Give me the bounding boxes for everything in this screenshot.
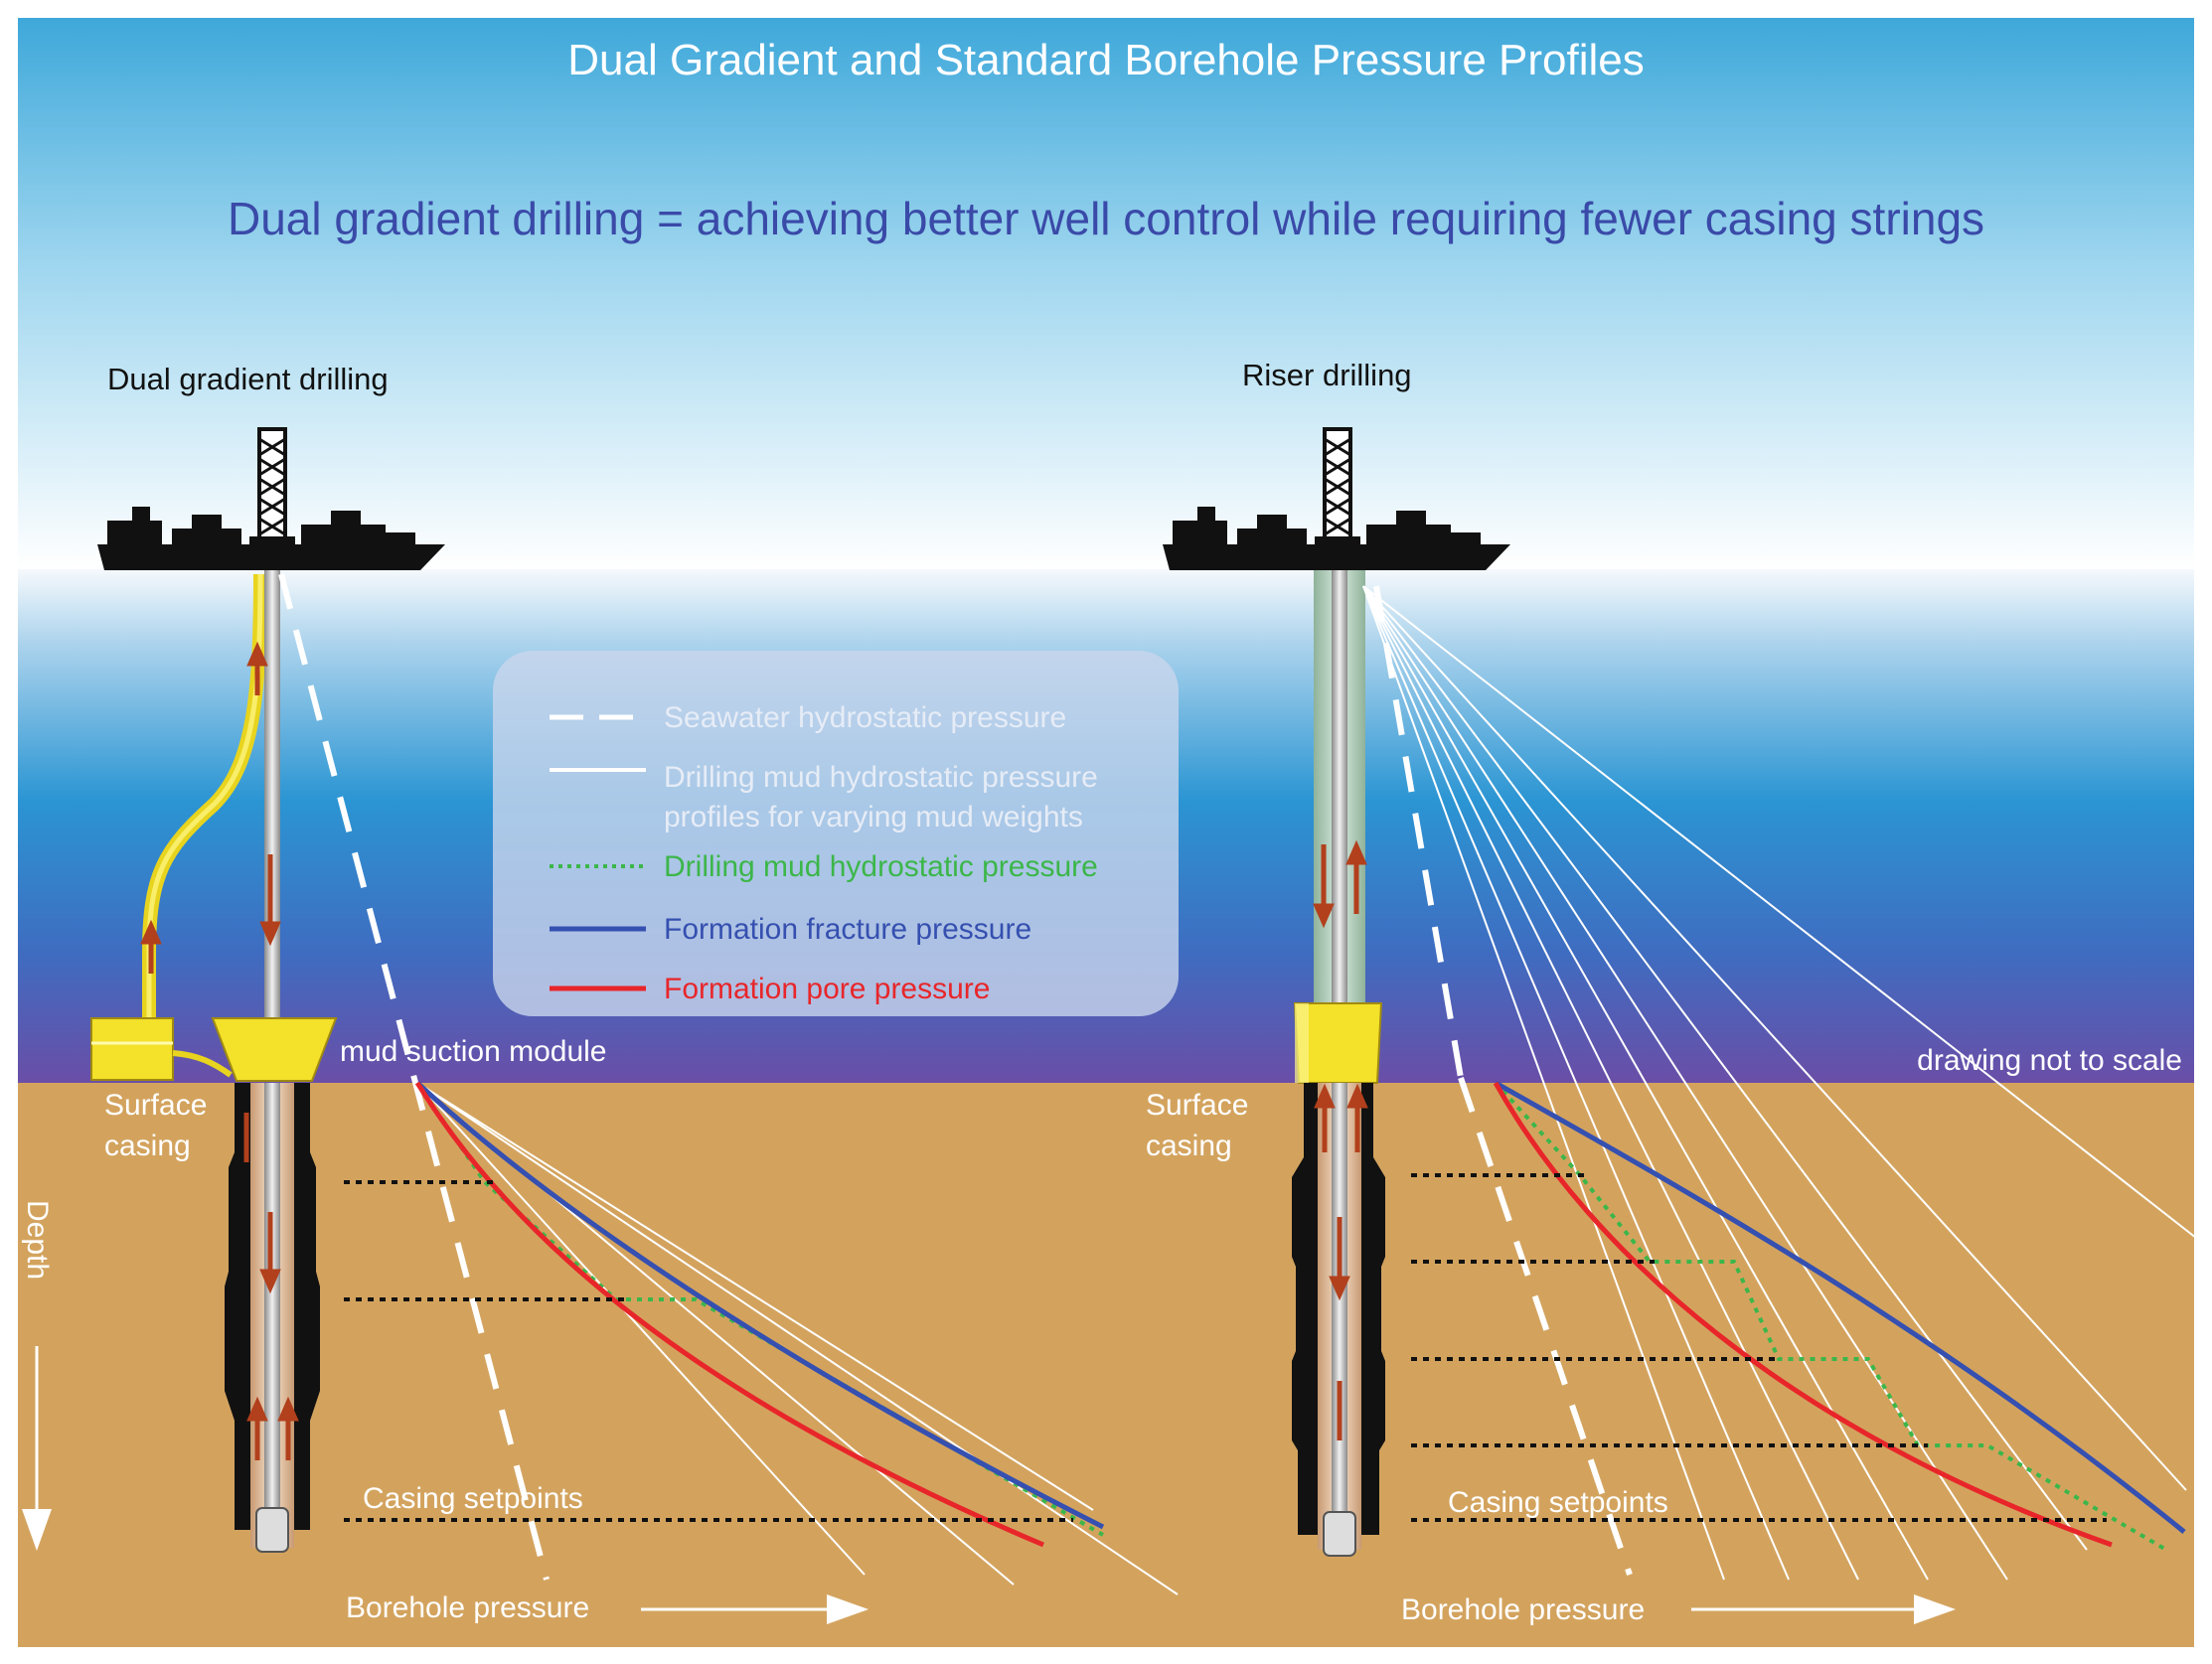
surface-casing-label-left-1: Surface	[104, 1089, 207, 1122]
surface-casing-label-left-2: casing	[104, 1130, 191, 1162]
scale-note: drawing not to scale	[1917, 1044, 2182, 1077]
legend-label-mud-hydrostatic: Drilling mud hydrostatic pressure	[664, 850, 1098, 883]
subsea-pump	[90, 1017, 174, 1081]
right-xlabel: Borehole pressure	[1401, 1593, 1645, 1626]
right-panel-label: Riser drilling	[1242, 358, 1412, 392]
right-pressure-profiles	[1362, 585, 2202, 1581]
casing-setpoints-label-left: Casing setpoints	[363, 1482, 583, 1515]
mud-suction-module	[211, 1017, 338, 1082]
left-panel-label: Dual gradient drilling	[107, 362, 389, 396]
legend-label-seawater: Seawater hydrostatic pressure	[664, 701, 1066, 734]
sky	[18, 18, 2194, 569]
page-title: Dual Gradient and Standard Borehole Pres…	[567, 36, 1645, 84]
casing-setpoints-label-right: Casing setpoints	[1448, 1486, 1668, 1519]
surface-casing-label-right-2: casing	[1146, 1130, 1232, 1162]
left-pressure-profiles	[278, 573, 1179, 1595]
surface-casing-label-right-1: Surface	[1146, 1089, 1248, 1122]
legend-label-mud-profiles-2: profiles for varying mud weights	[664, 801, 1083, 833]
seabed	[18, 1083, 2194, 1647]
left-well	[90, 427, 447, 1553]
legend-label-pore: Formation pore pressure	[664, 973, 990, 1005]
drill-pipe-right	[1332, 566, 1347, 1003]
page-subtitle: Dual gradient drilling = achieving bette…	[228, 193, 1984, 244]
legend-box	[493, 651, 1179, 1016]
legend-label-fracture: Formation fracture pressure	[664, 913, 1031, 946]
legend-label-mud-profiles-1: Drilling mud hydrostatic pressure	[664, 761, 1098, 794]
right-well	[1161, 427, 1512, 1557]
left-xlabel: Borehole pressure	[346, 1591, 589, 1624]
drill-pipe	[264, 566, 280, 1018]
legend: Seawater hydrostatic pressure Drilling m…	[493, 651, 1179, 1016]
mud-suction-module-label: mud suction module	[340, 1035, 606, 1068]
depth-axis-label: Depth	[21, 1200, 54, 1280]
